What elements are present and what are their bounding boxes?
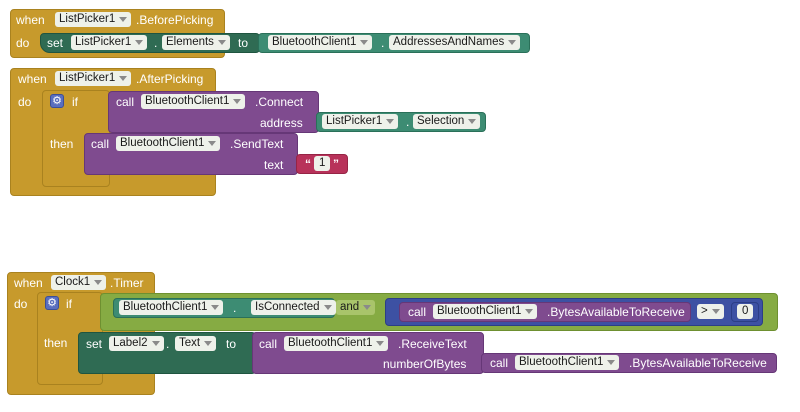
do-label: do <box>14 297 28 311</box>
chevron-down-icon[interactable] <box>322 300 333 314</box>
event-name-label: .Timer <box>110 276 144 290</box>
call-label: call <box>116 95 135 109</box>
do-label: do <box>18 95 32 109</box>
chevron-down-icon[interactable] <box>92 275 103 289</box>
dot-label: . <box>233 301 237 315</box>
property-dropdown[interactable]: AddressesAndNames <box>389 35 521 50</box>
to-label: to <box>238 36 249 50</box>
component-dropdown[interactable]: BluetoothClient1 <box>116 136 221 151</box>
component-dropdown[interactable]: ListPicker1 <box>55 12 132 27</box>
do-label: do <box>16 36 30 50</box>
chevron-down-icon[interactable] <box>231 94 242 108</box>
chevron-down-icon[interactable] <box>358 35 369 49</box>
component-dropdown[interactable]: ListPicker1 <box>71 35 148 50</box>
if-label: if <box>66 297 72 311</box>
component-dropdown[interactable]: BluetoothClient1 <box>433 304 538 319</box>
event-name-label: .BeforePicking <box>136 13 214 27</box>
method-name-label: .BytesAvailableToReceive <box>629 356 767 370</box>
argument-label: address <box>260 116 303 130</box>
call-label: call <box>259 337 278 351</box>
component-dropdown[interactable]: BluetoothClient1 <box>119 300 224 315</box>
chevron-down-icon[interactable] <box>117 71 128 85</box>
component-dropdown[interactable]: BluetoothClient1 <box>515 355 620 370</box>
component-dropdown[interactable]: BluetoothClient1 <box>284 336 389 351</box>
argument-label: text <box>264 158 284 172</box>
dot-label: . <box>154 36 158 50</box>
property-dropdown[interactable]: Selection <box>413 114 481 129</box>
component-dropdown[interactable]: BluetoothClient1 <box>268 35 373 50</box>
component-dropdown[interactable]: ListPicker1 <box>322 114 399 129</box>
chevron-down-icon[interactable] <box>384 114 395 128</box>
when-label: when <box>18 72 47 86</box>
method-name-label: .ReceiveText <box>398 337 467 351</box>
chevron-down-icon[interactable] <box>710 304 721 318</box>
chevron-down-icon[interactable] <box>374 336 385 350</box>
dot-label: . <box>406 115 410 129</box>
chevron-down-icon[interactable] <box>506 35 517 49</box>
dot-label: . <box>166 337 170 351</box>
when-label: when <box>14 276 43 290</box>
close-quote: ” <box>333 157 339 171</box>
component-dropdown[interactable]: ListPicker1 <box>55 71 132 86</box>
property-dropdown[interactable]: Elements <box>162 35 230 50</box>
call-label: call <box>91 137 110 151</box>
chevron-down-icon[interactable] <box>466 114 477 128</box>
number-value-field[interactable]: 0 <box>737 304 754 319</box>
then-label: then <box>50 137 74 151</box>
to-label: to <box>226 337 237 351</box>
chevron-down-icon[interactable] <box>117 12 128 26</box>
chevron-down-icon[interactable] <box>133 35 144 49</box>
dot-label: . <box>381 36 385 50</box>
logic-operator-dropdown[interactable]: and <box>336 300 376 315</box>
property-dropdown[interactable]: Text <box>175 336 217 351</box>
event-name-label: .AfterPicking <box>136 72 204 86</box>
gear-icon[interactable]: ⚙ <box>50 94 64 108</box>
text-value-field[interactable]: 1 <box>314 156 331 171</box>
chevron-down-icon[interactable] <box>361 300 372 314</box>
chevron-down-icon[interactable] <box>206 136 217 150</box>
component-dropdown[interactable]: BluetoothClient1 <box>141 94 246 109</box>
gear-icon[interactable]: ⚙ <box>45 296 59 310</box>
chevron-down-icon[interactable] <box>216 35 227 49</box>
when-label: when <box>16 13 45 27</box>
method-name-label: .Connect <box>255 95 304 109</box>
open-quote: “ <box>305 157 311 171</box>
argument-label: numberOfBytes <box>383 357 467 371</box>
set-property-block[interactable] <box>78 332 256 374</box>
call-label: call <box>490 356 509 370</box>
chevron-down-icon[interactable] <box>150 336 161 350</box>
chevron-down-icon[interactable] <box>209 300 220 314</box>
method-name-label: .SendText <box>230 137 284 151</box>
compare-operator-dropdown[interactable]: > <box>697 304 724 319</box>
chevron-down-icon[interactable] <box>202 336 213 350</box>
component-dropdown[interactable]: Clock1 <box>51 275 107 290</box>
chevron-down-icon[interactable] <box>605 355 616 369</box>
set-label: set <box>86 337 103 351</box>
property-dropdown[interactable]: IsConnected <box>251 300 336 315</box>
method-name-label: .BytesAvailableToReceive <box>547 305 685 319</box>
call-label: call <box>408 305 427 319</box>
then-label: then <box>44 336 68 350</box>
component-dropdown[interactable]: Label2 <box>109 336 164 351</box>
chevron-down-icon[interactable] <box>523 304 534 318</box>
set-label: set <box>47 36 64 50</box>
if-label: if <box>72 95 78 109</box>
